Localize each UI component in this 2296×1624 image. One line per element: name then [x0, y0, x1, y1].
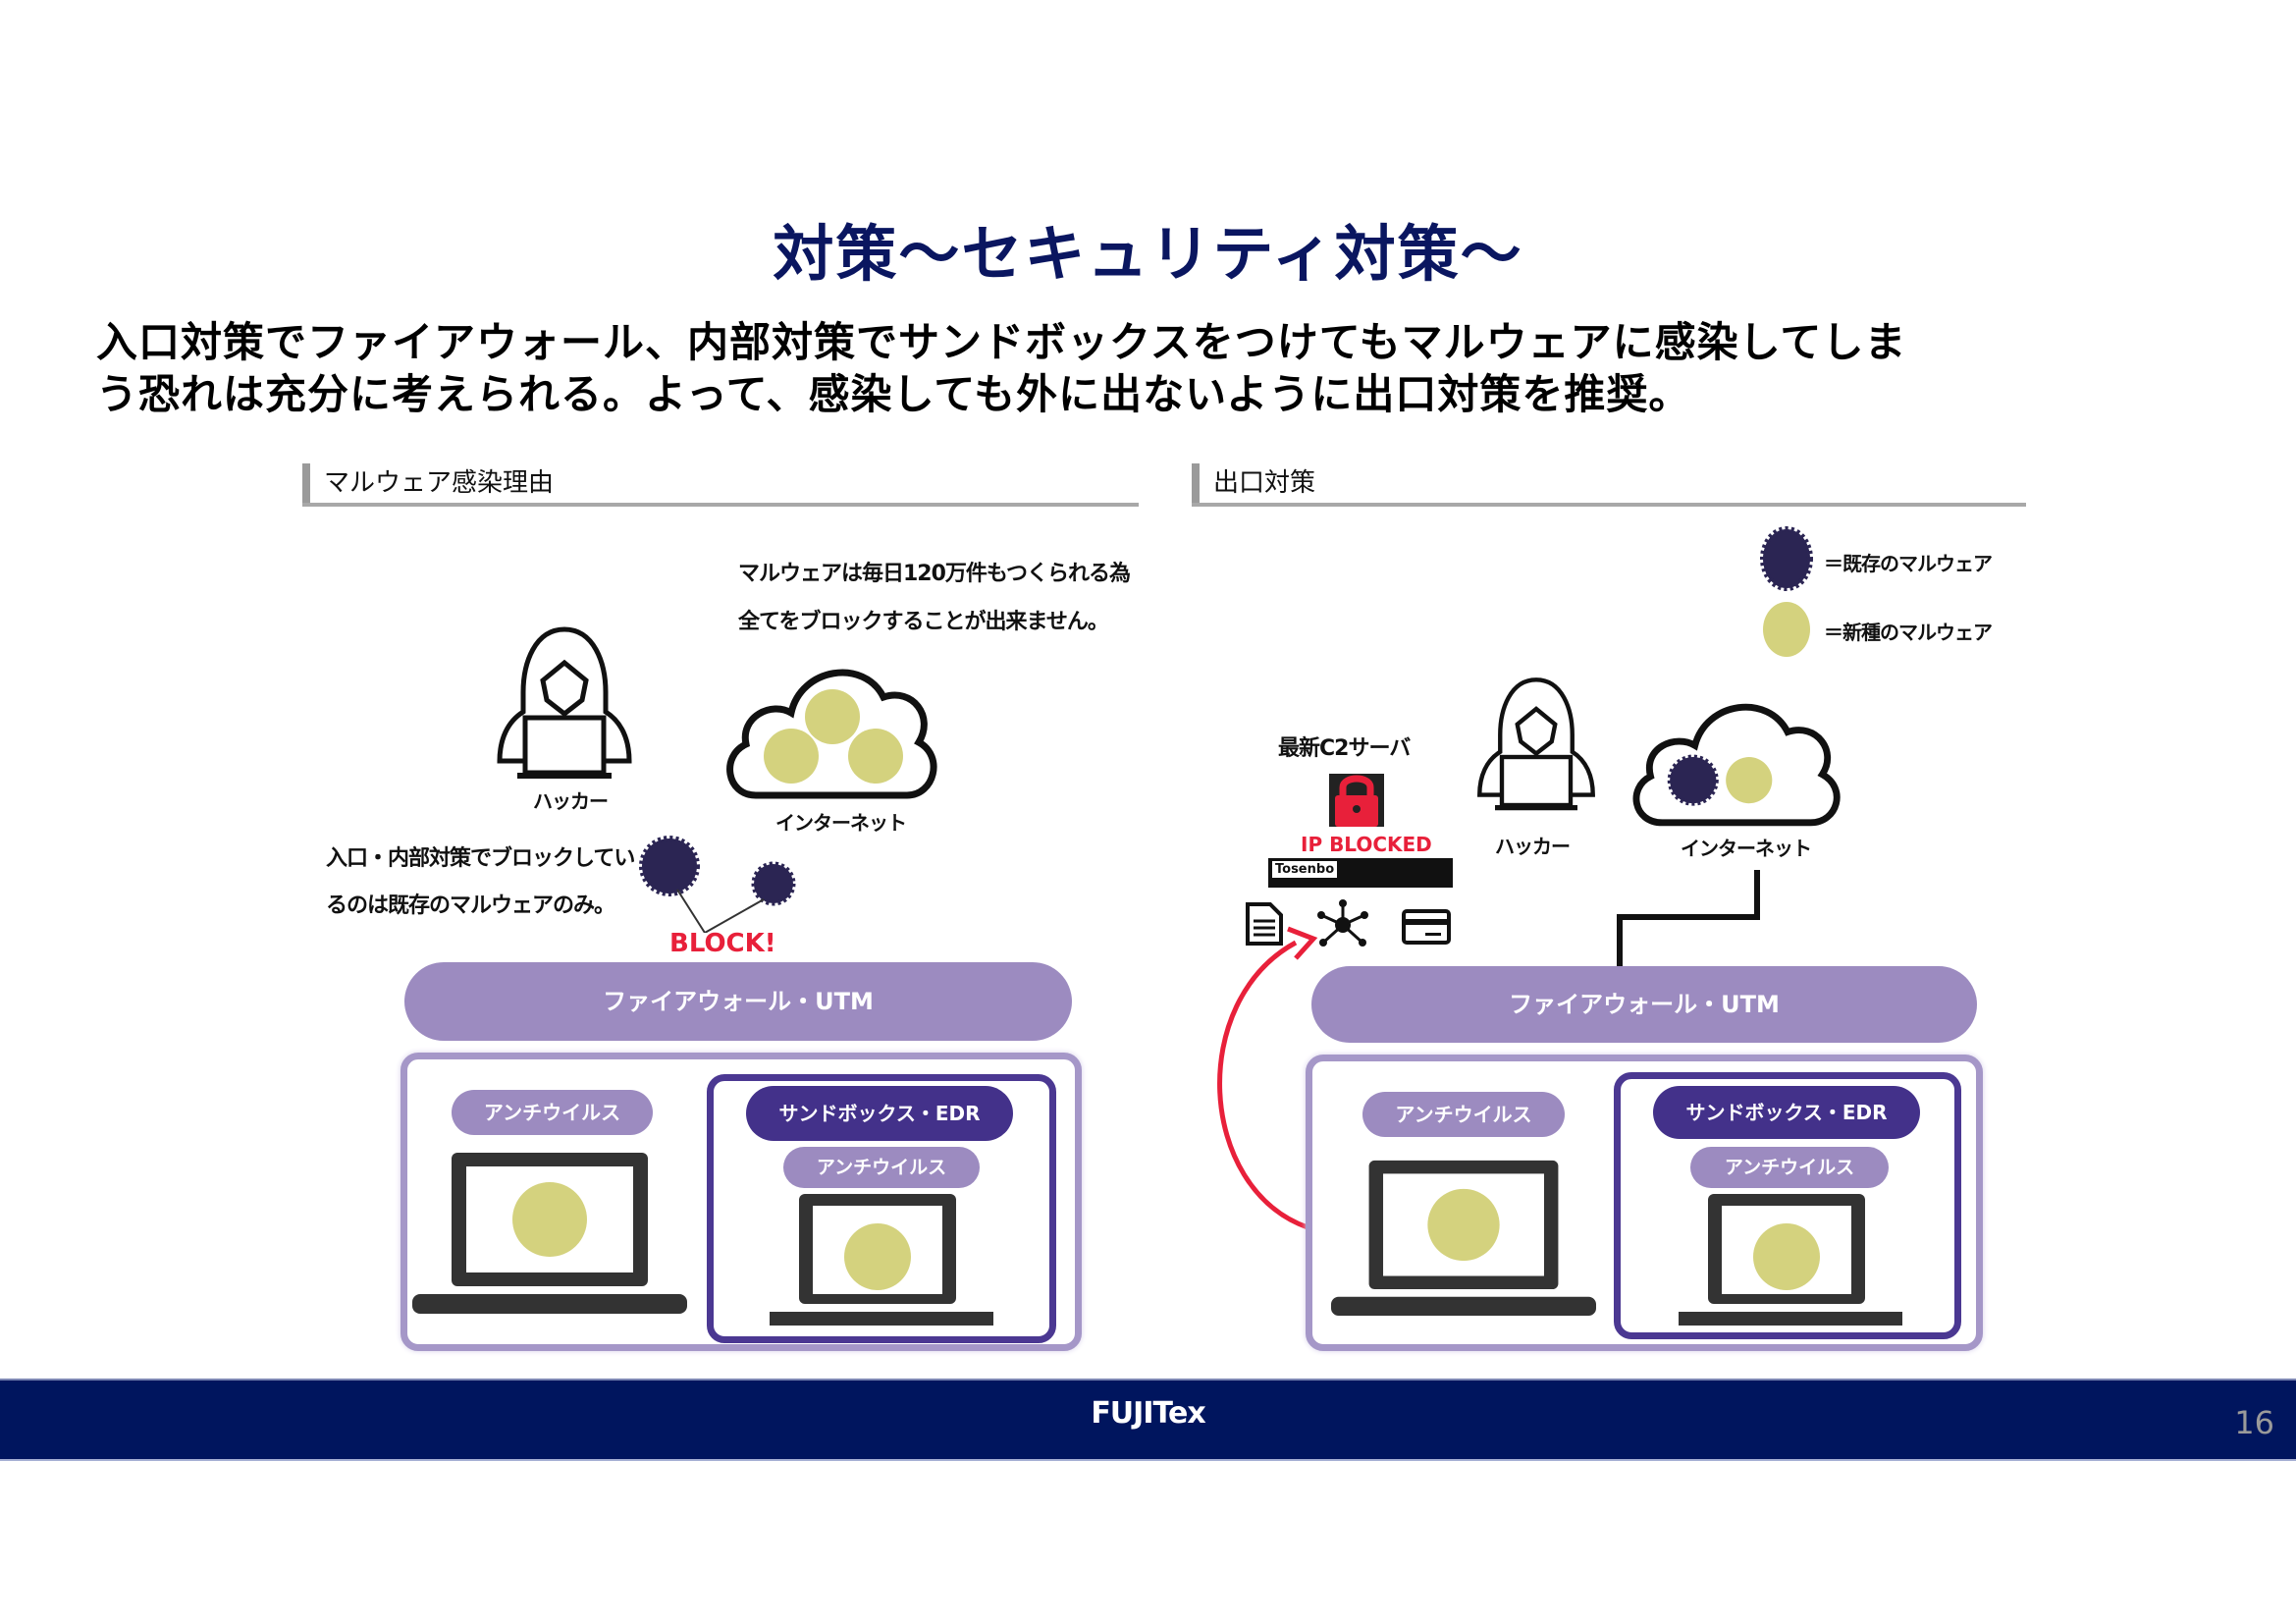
- ip-blocked-label: IP BLOCKED: [1301, 833, 1432, 856]
- block-note-line-2: るのは既存のマルウェアのみ。: [326, 893, 615, 918]
- exfiltration-arrow: [1217, 940, 1308, 1230]
- document-icon: [1246, 902, 1283, 946]
- block-label: BLOCK!: [669, 929, 776, 958]
- intro-line-2: う恐れは充分に考えられる。よって、感染しても外に出ないように出口対策を推奨。: [96, 370, 1691, 418]
- new-malware-icon: [844, 1223, 911, 1290]
- hacker-label: ハッカー: [533, 789, 609, 813]
- new-malware-icon: [512, 1182, 587, 1257]
- right-heading-rule: [1192, 503, 2026, 507]
- inbound-connector-arrow: [1617, 870, 1760, 972]
- new-malware-icon: [805, 689, 860, 744]
- page-number: 16: [2234, 1404, 2274, 1441]
- antivirus-label-2: アンチウイルス: [783, 1147, 980, 1188]
- flow-arrows: [1217, 870, 1760, 1230]
- infected-laptop-icon: [412, 1153, 687, 1314]
- new-malware-icon: [1763, 602, 1810, 657]
- left-panel-heading: マルウェア感染理由: [302, 463, 554, 503]
- new-malware-icon: [764, 729, 819, 784]
- block-note-line-1: 入口・内部対策でブロックしてい: [326, 846, 635, 871]
- infected-laptop-icon: [1331, 1160, 1596, 1317]
- antivirus-label: アンチウイルス: [1362, 1092, 1565, 1137]
- slide-title: 対策～セキュリティ対策～: [773, 218, 1523, 290]
- malware-note-line-2: 全てをブロックすることが出来ません。: [738, 610, 1109, 634]
- firewall-utm-layer: ファイアウォール・UTM: [1311, 966, 1977, 1043]
- existing-malware-icon: [1667, 754, 1719, 806]
- intro-text: 入口対策でファイアウォール、内部対策でサンドボックスをつけてもマルウェアに感染し…: [96, 316, 2236, 420]
- legend-existing-label: ＝既存のマルウェア: [1824, 552, 1993, 575]
- antivirus-label-2: アンチウイルス: [1690, 1147, 1889, 1188]
- existing-malware-icon: [639, 836, 700, 896]
- malware-note-line-1: マルウェアは毎日120万件もつくられる為: [738, 562, 1131, 586]
- internet-label: インターネット: [1681, 837, 1812, 860]
- existing-malware-icon: [751, 861, 796, 906]
- blocked-malware-diagram: [639, 836, 796, 933]
- internet-label: インターネット: [775, 811, 907, 835]
- internet-cloud-icon: [1632, 703, 1841, 827]
- new-malware-icon: [1726, 757, 1773, 804]
- existing-malware-icon: [1760, 526, 1813, 591]
- network-icon: [1317, 899, 1368, 947]
- right-panel-heading: 出口対策: [1192, 463, 1315, 503]
- hacker-icon: [1477, 677, 1595, 811]
- firewall-utm-layer: ファイアウォール・UTM: [404, 962, 1072, 1041]
- protected-laptop-icon: [770, 1194, 993, 1326]
- intro-line-1: 入口対策でファイアウォール、内部対策でサンドボックスをつけてもマルウェアに感染し…: [96, 318, 1907, 366]
- hacker-icon: [497, 626, 632, 779]
- credit-card-icon: [1402, 909, 1451, 945]
- new-malware-icon: [1753, 1223, 1820, 1290]
- sandbox-edr-label: サンドボックス・EDR: [746, 1086, 1013, 1141]
- hacker-label: ハッカー: [1495, 835, 1571, 858]
- sandbox-edr-label: サンドボックス・EDR: [1653, 1086, 1920, 1139]
- lock-icon: [1329, 774, 1384, 827]
- new-malware-icon: [848, 729, 903, 784]
- tosenbo-device: Tosenbo: [1268, 858, 1453, 888]
- footer-bar: [0, 1379, 2296, 1461]
- protected-laptop-icon: [1679, 1194, 1902, 1326]
- tosenbo-logo: Tosenbo: [1272, 861, 1338, 878]
- c2-server-label: 最新C2サーバ: [1278, 736, 1411, 761]
- legend-new-label: ＝新種のマルウェア: [1824, 621, 1993, 644]
- new-malware-icon: [1427, 1188, 1500, 1262]
- antivirus-label: アンチウイルス: [452, 1090, 653, 1135]
- left-heading-rule: [302, 503, 1139, 507]
- internet-cloud-icon: [726, 669, 937, 799]
- company-logo: FUJITex: [1091, 1396, 1205, 1431]
